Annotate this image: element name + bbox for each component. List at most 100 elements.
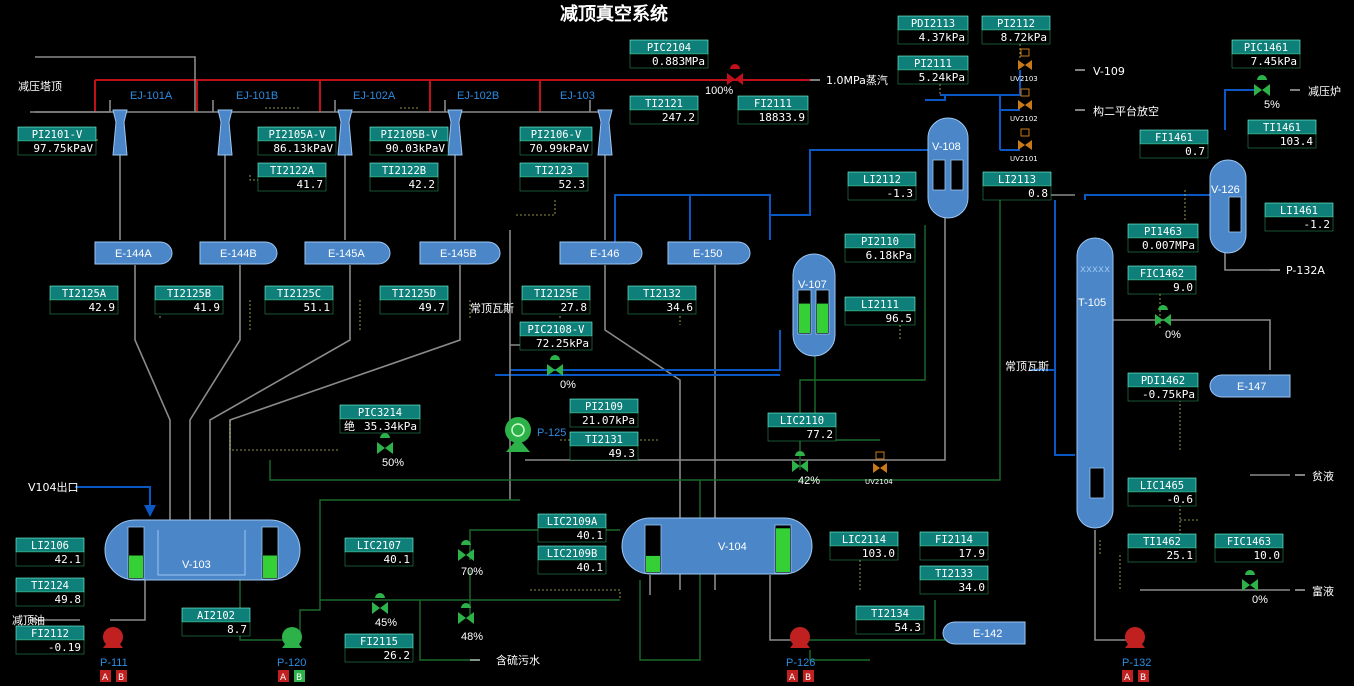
tag-li2112[interactable]: LI2112-1.3 — [847, 171, 917, 201]
tag-value: 27.8 — [561, 301, 588, 314]
tag-value: 0.007MPa — [1142, 239, 1195, 252]
pump-p125[interactable]: P-125 — [505, 417, 566, 452]
tag-pic2108v[interactable]: PIC2108-V72.25kPa — [519, 321, 593, 351]
vessel-v103[interactable]: V-103 — [104, 519, 301, 581]
valve-lic2109b[interactable]: 48% — [458, 603, 483, 643]
pump-p120[interactable]: P-120 A B — [277, 627, 306, 683]
exchanger-e144b[interactable]: E-144B — [199, 241, 278, 265]
pump-a-switch[interactable]: A — [280, 673, 287, 683]
valve-pic2104[interactable]: 100% — [705, 64, 743, 97]
pump-p111[interactable]: P-111 A B — [100, 627, 128, 683]
valve-lic2107[interactable]: 45% — [372, 593, 397, 629]
pump-a-switch[interactable]: A — [789, 673, 796, 683]
exchanger-e150[interactable]: E-150 — [667, 241, 751, 265]
exchanger-e145a[interactable]: E-145A — [304, 241, 391, 265]
valve-fic1462[interactable]: 0% — [1155, 305, 1181, 341]
pump-p132[interactable]: P-132 A B — [1122, 627, 1151, 683]
exchanger-e147[interactable]: E-147 — [1209, 374, 1291, 398]
pump-b-switch[interactable]: B — [1140, 673, 1146, 683]
valve-fic1463[interactable]: 0% — [1242, 570, 1268, 606]
pump-a-switch[interactable]: A — [102, 673, 109, 683]
liquid-level — [263, 555, 277, 578]
vessel-v104[interactable]: V-104 — [621, 517, 813, 575]
vessel-v126[interactable]: V-126 — [1209, 159, 1247, 254]
uv2104-valve[interactable]: UV2104 — [865, 451, 893, 486]
uv2102-valve[interactable]: UV2102 — [1010, 88, 1038, 123]
ejector-ej102b[interactable]: EJ-102B — [447, 90, 499, 156]
valve-lic2110[interactable]: 42% — [792, 451, 820, 487]
ejector-ej102a[interactable]: EJ-102A — [337, 90, 396, 156]
tag-lic1465[interactable]: LIC1465-0.6 — [1127, 477, 1197, 507]
ejector-ej103[interactable]: EJ-103 — [560, 90, 613, 156]
tag-pi2105av[interactable]: PI2105A-V86.13kPaV — [257, 126, 337, 156]
tag-pi2105bv[interactable]: PI2105B-V90.03kPaV — [369, 126, 449, 156]
exchanger-e144a[interactable]: E-144A — [94, 241, 173, 265]
exchanger-e145b[interactable]: E-145B — [419, 241, 501, 265]
valve-pic3214[interactable]: 50% — [377, 433, 404, 469]
uv2101-valve[interactable]: UV2101 — [1010, 128, 1038, 163]
valve-lic2109a[interactable]: 70% — [458, 540, 483, 578]
pump-b-switch[interactable]: B — [118, 673, 124, 683]
pump-a-switch[interactable]: A — [1124, 673, 1131, 683]
valve-pic1461[interactable]: 5% — [1254, 75, 1280, 111]
tag-fi2112[interactable]: FI2112-0.19 — [15, 625, 85, 655]
vessel-v108[interactable]: V-108 — [927, 117, 969, 219]
tag-li1461[interactable]: LI1461-1.2 — [1264, 202, 1334, 232]
uv2103-valve[interactable]: UV2103 — [1010, 48, 1038, 83]
ejector-ej101a[interactable]: EJ-101A — [112, 90, 173, 156]
vessel-v107[interactable]: V-107 — [792, 253, 836, 357]
exchanger-e146[interactable]: E-146 — [559, 241, 643, 265]
tower-t105[interactable]: xxxxx T-105 — [1076, 237, 1114, 529]
tag-pi2106v[interactable]: PI2106-V70.99kPaV — [519, 126, 593, 156]
tag-pdi1462[interactable]: PDI1462-0.75kPa — [1127, 372, 1199, 402]
pump-b-switch[interactable]: B — [805, 673, 811, 683]
valve-pic2108[interactable]: 0% — [547, 355, 576, 391]
pump-b-switch[interactable]: B — [296, 673, 302, 683]
exchanger-e142[interactable]: E-142 — [942, 621, 1026, 645]
tag-pi2101v[interactable]: PI2101-V97.75kPaV — [17, 126, 97, 156]
pump-p126[interactable]: P-126 A B — [786, 627, 815, 683]
e146-pipe — [604, 265, 681, 590]
ejector-ej101b[interactable]: EJ-101B — [217, 90, 278, 156]
